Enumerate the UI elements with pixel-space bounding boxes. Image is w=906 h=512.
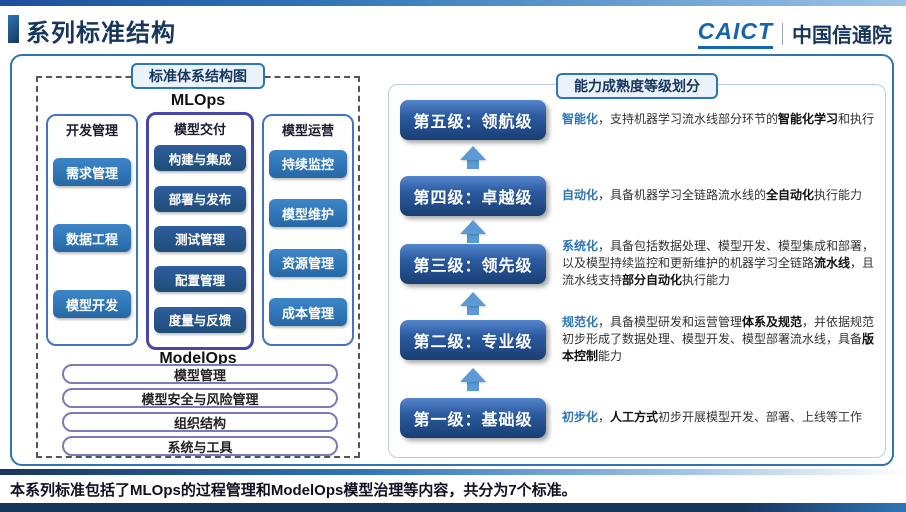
desc-segment: ， bbox=[598, 410, 611, 425]
level-3-keyword: 系统化 bbox=[562, 239, 599, 253]
item-resource-mgmt: 资源管理 bbox=[269, 248, 347, 277]
column-title: 模型运营 bbox=[281, 123, 334, 138]
level-5-keyword: 智能化 bbox=[562, 112, 599, 127]
level-4-keyword: 自动化 bbox=[562, 188, 599, 203]
item-continuous-monitoring: 持续监控 bbox=[269, 149, 347, 178]
caict-wordmark: CAICT bbox=[697, 18, 773, 49]
level-4-box: 第四级：卓越级 bbox=[400, 176, 546, 216]
column-items: 持续监控 模型维护 资源管理 成本管理 bbox=[268, 139, 348, 337]
desc-segment-bold: 部分自动化 bbox=[622, 273, 683, 288]
level-3-desc: 系统化，具备包括数据处理、模型开发、模型集成和部署，以及模型持续监控和更新维护的… bbox=[562, 238, 882, 289]
modelops-row-org-structure: 组织结构 bbox=[62, 412, 338, 432]
maturity-level-3: 第三级：领先级 系统化，具备包括数据处理、模型开发、模型集成和部署，以及模型持续… bbox=[400, 238, 882, 289]
item-model-development: 模型开发 bbox=[53, 290, 131, 318]
item-model-maintenance: 模型维护 bbox=[269, 199, 347, 228]
column-dev-management: 开发管理 需求管理 数据工程 模型开发 bbox=[46, 114, 138, 346]
item-metrics-feedback: 度量与反馈 bbox=[154, 306, 246, 333]
logo-divider bbox=[782, 22, 783, 45]
maturity-level-5: 第五级：领航级 智能化，支持机器学习流水线部分环节的智能化学习和执行 bbox=[400, 100, 882, 140]
desc-segment: 和执行 bbox=[838, 112, 875, 127]
maturity-level-2: 第二级：专业级 规范化，具备模型研发和运营管理体系及规范，并依据规范初步形成了数… bbox=[400, 314, 882, 365]
item-config-mgmt: 配置管理 bbox=[154, 266, 246, 293]
desc-segment-bold: 体系及规范 bbox=[742, 315, 803, 329]
level-2-keyword: 规范化 bbox=[562, 315, 599, 329]
top-gradient-bar bbox=[0, 0, 906, 6]
item-build-integration: 构建与集成 bbox=[154, 145, 246, 172]
desc-segment: ，且流水线支持 bbox=[562, 256, 875, 288]
column-model-operations: 模型运营 持续监控 模型维护 资源管理 成本管理 bbox=[262, 114, 354, 346]
level-3-box: 第三级：领先级 bbox=[400, 243, 546, 284]
level-1-desc: 初步化，人工方式初步开展模型开发、部署、上线等工作 bbox=[562, 409, 882, 426]
column-items: 需求管理 数据工程 模型开发 bbox=[52, 139, 132, 337]
title-accent-block bbox=[8, 15, 19, 43]
desc-segment: 执行能力 bbox=[814, 188, 863, 203]
desc-segment: 能力 bbox=[598, 349, 623, 364]
desc-segment: 初步开展模型开发、部署、上线等工作 bbox=[658, 410, 863, 425]
footer-summary-text: 本系列标准包括了MLOps的过程管理和ModelOps模型治理等内容，共分为7个… bbox=[10, 482, 577, 499]
desc-segment-bold: 流水线 bbox=[814, 256, 851, 271]
maturity-badge: 能力成熟度等级划分 bbox=[556, 73, 718, 99]
item-test-mgmt: 测试管理 bbox=[154, 225, 246, 252]
page-title: 系列标准结构 bbox=[26, 20, 176, 47]
item-requirement-mgmt: 需求管理 bbox=[53, 158, 131, 186]
desc-segment-bold: 全自动化 bbox=[766, 188, 815, 203]
maturity-level-4: 第四级：卓越级 自动化，具备机器学习全链路流水线的全自动化执行能力 bbox=[400, 176, 882, 216]
up-arrow-icon bbox=[460, 220, 486, 243]
up-arrow-icon bbox=[460, 146, 486, 169]
column-title: 模型交付 bbox=[173, 122, 226, 137]
column-title: 开发管理 bbox=[65, 123, 118, 138]
footer-gradient-divider bbox=[0, 469, 906, 475]
level-4-desc: 自动化，具备机器学习全链路流水线的全自动化执行能力 bbox=[562, 187, 882, 204]
level-2-desc: 规范化，具备模型研发和运营管理体系及规范，并依据规范初步形成了数据处理、模型开发… bbox=[562, 314, 882, 365]
level-1-box: 第一级：基础级 bbox=[400, 398, 546, 438]
desc-segment-bold: 版本控制 bbox=[562, 332, 875, 364]
item-deploy-release: 部署与发布 bbox=[154, 185, 246, 212]
right-badge-wrap: 能力成熟度等级划分 bbox=[388, 73, 886, 99]
desc-segment: 执行能力 bbox=[682, 273, 731, 288]
desc-segment-bold: 智能化学习 bbox=[778, 112, 839, 127]
desc-segment: ，具备模型研发和运营管理 bbox=[598, 315, 743, 329]
structure-diagram-badge: 标准体系结构图 bbox=[131, 63, 265, 89]
left-badge-wrap: 标准体系结构图 bbox=[36, 63, 360, 89]
column-model-delivery: 模型交付 构建与集成 部署与发布 测试管理 配置管理 度量与反馈 bbox=[146, 112, 254, 350]
caict-chinese-name: 中国信通院 bbox=[792, 25, 892, 47]
level-1-keyword: 初步化 bbox=[562, 410, 599, 425]
mlops-label: MLOps bbox=[170, 92, 226, 109]
modelops-row-systems-tools: 系统与工具 bbox=[62, 436, 338, 456]
level-5-box: 第五级：领航级 bbox=[400, 100, 546, 140]
desc-segment: ，并依据规范初步形成了数据处理、模型开发、模型部署流水线，具备 bbox=[562, 315, 875, 347]
item-data-engineering: 数据工程 bbox=[53, 224, 131, 252]
desc-segment-bold: 人工方式 bbox=[610, 410, 659, 425]
level-2-box: 第二级：专业级 bbox=[400, 319, 546, 360]
caict-logo: CAICT 中国信通院 bbox=[697, 18, 892, 49]
desc-segment: ，支持机器学习流水线部分环节的 bbox=[598, 112, 779, 127]
up-arrow-icon bbox=[460, 292, 486, 315]
desc-segment: ，具备包括数据处理、模型开发、模型集成和部署，以及模型持续监控和更新维护的机器学… bbox=[562, 239, 875, 271]
column-items: 构建与集成 部署与发布 测试管理 配置管理 度量与反馈 bbox=[153, 138, 247, 340]
modelops-label: ModelOps bbox=[159, 350, 237, 367]
modelops-row-model-mgmt: 模型管理 bbox=[62, 364, 338, 384]
maturity-level-1: 第一级：基础级 初步化，人工方式初步开展模型开发、部署、上线等工作 bbox=[400, 398, 882, 438]
modelops-row-security-risk: 模型安全与风险管理 bbox=[62, 388, 338, 408]
desc-segment: ，具备机器学习全链路流水线的 bbox=[598, 188, 767, 203]
item-cost-mgmt: 成本管理 bbox=[269, 298, 347, 327]
level-5-desc: 智能化，支持机器学习流水线部分环节的智能化学习和执行 bbox=[562, 111, 882, 128]
bottom-navy-bar bbox=[0, 503, 906, 512]
up-arrow-icon bbox=[460, 368, 486, 391]
